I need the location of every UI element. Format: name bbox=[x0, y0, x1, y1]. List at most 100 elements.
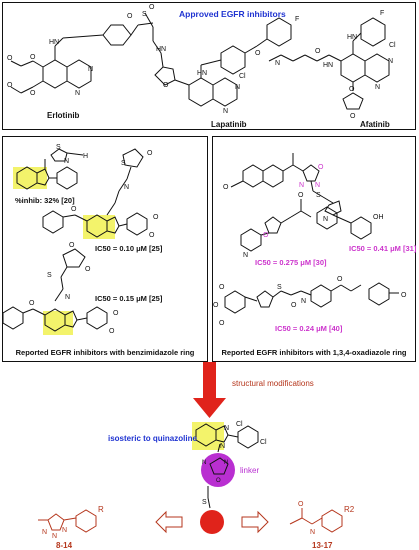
afatinib-n-atom-1: N bbox=[388, 58, 393, 65]
compound3-o-methoxy-2: O bbox=[109, 328, 115, 335]
compoundA-o-ring-atom: O bbox=[318, 164, 324, 171]
compound-thiazolidinone-structure bbox=[42, 148, 148, 238]
lapatinib-o-ether-atom: O bbox=[255, 50, 261, 57]
ic50-left-a: IC50 = 0.10 μM [25] bbox=[95, 244, 163, 253]
arrow-head bbox=[193, 398, 226, 418]
compoundB-o-ring-atom: O bbox=[263, 232, 269, 239]
erlotinib-n-atom-1: N bbox=[88, 66, 93, 73]
lapatinib-cl-atom: Cl bbox=[239, 73, 246, 80]
ic50-right-a: IC50 = 0.41 μM [31] bbox=[349, 244, 417, 253]
triazole-n-atom-2: N bbox=[52, 533, 57, 540]
triazole-n-atom-1: N bbox=[42, 529, 47, 536]
erlotinib-n-atom-2: N bbox=[75, 90, 80, 97]
compoundB-o-urea-atom: O bbox=[298, 192, 304, 199]
scaffold-n-atom-2: N bbox=[220, 443, 225, 450]
series-right-label: 13-17 bbox=[312, 541, 333, 550]
amide-o-atom: O bbox=[298, 501, 304, 508]
benzimidazole-inhibitors-panel: S N H %inhib: 32% [20] S O N O O O IC50 … bbox=[2, 136, 208, 362]
compound3-s-atom: S bbox=[47, 272, 52, 279]
amide-n-atom: N bbox=[310, 529, 315, 536]
right-open-arrow bbox=[241, 510, 269, 534]
erlotinib-hn-atom: HN bbox=[49, 39, 59, 46]
approved-inhibitors-structures: HN N N O O O O Erlotinib S O O HN O bbox=[7, 4, 396, 129]
linker-oxadiazole-ring bbox=[209, 457, 229, 475]
ic50-right-c: IC50 = 0.24 μM [40] bbox=[275, 324, 343, 333]
linker-n-atom-2: N bbox=[224, 460, 228, 466]
designed-scaffold: N N Cl Cl isosteric to quinazoline N N O… bbox=[38, 421, 355, 550]
linker-o-atom: O bbox=[216, 478, 221, 484]
lapatinib-name: Lapatinib bbox=[211, 120, 247, 129]
afatinib-o-ring-atom: O bbox=[350, 113, 356, 120]
compoundC-o-methoxy-2: O bbox=[213, 302, 219, 309]
benzimidazole-highlight-3 bbox=[43, 311, 73, 335]
lapatinib-hn-atom-2: HN bbox=[197, 70, 207, 77]
compound-pyridyl-oxadiazole-structure bbox=[240, 199, 338, 252]
erlotinib-structure bbox=[10, 22, 154, 94]
linker-n-atom-1: N bbox=[202, 460, 206, 466]
linker-label: linker bbox=[240, 466, 259, 475]
compound2-s-atom: S bbox=[121, 160, 126, 167]
ic50-right-b: IC50 = 0.275 μM [30] bbox=[255, 258, 327, 267]
compound2-o-methoxy-2: O bbox=[149, 232, 155, 239]
lapatinib-o-atom-1: O bbox=[127, 13, 133, 20]
linker-circle bbox=[201, 453, 235, 487]
afatinib-structure bbox=[268, 17, 390, 110]
compoundC-o-methoxy-3: O bbox=[219, 320, 225, 327]
compound-thiadiazole-structure bbox=[16, 148, 84, 190]
erlotinib-o-atom-3: O bbox=[30, 90, 36, 97]
compound3-o-atom-2: O bbox=[85, 266, 91, 273]
lapatinib-s-atom: S bbox=[142, 11, 147, 18]
compound2-o-atom: O bbox=[147, 150, 153, 157]
scaffold-n-atom-1: N bbox=[224, 425, 229, 432]
lapatinib-o-ring-atom: O bbox=[163, 82, 169, 89]
compoundB-n-pyridine-atom: N bbox=[243, 252, 248, 259]
arrow-shaft bbox=[203, 362, 216, 400]
afatinib-o-atom-2: O bbox=[349, 86, 355, 93]
series-left-label: 8-14 bbox=[56, 541, 73, 550]
benzimidazole-panel-caption: Reported EGFR inhibitors with benzimidaz… bbox=[15, 348, 195, 357]
scaffold-cl-atom-1: Cl bbox=[236, 421, 243, 428]
variable-group-circle bbox=[200, 510, 224, 534]
inhibition-label: %inhib: 32% [20] bbox=[15, 196, 75, 205]
approved-inhibitors-title: Approved EGFR inhibitors bbox=[179, 9, 286, 19]
isosteric-label: isosteric to quinazoline bbox=[108, 434, 197, 443]
afatinib-n-atom-2: N bbox=[375, 84, 380, 91]
compoundA-o-methoxy-atom: O bbox=[223, 184, 229, 191]
afatinib-n-amine-atom: N bbox=[275, 60, 280, 67]
erlotinib-o-atom-1: O bbox=[30, 54, 36, 61]
structural-modifications-label: structural modifications bbox=[232, 379, 314, 388]
scaffold-cl-atom-2: Cl bbox=[260, 439, 267, 446]
erlotinib-o-atom-2: O bbox=[7, 55, 13, 62]
oxadiazole-inhibitors-panel: O O N N S N OH IC50 = 0.41 μM [31] N O O… bbox=[212, 136, 417, 362]
afatinib-cl-atom: Cl bbox=[389, 42, 396, 49]
ic50-left-b: IC50 = 0.15 μM [25] bbox=[95, 294, 163, 303]
compound2-o-ketone-atom: O bbox=[71, 206, 77, 213]
modification-arrow bbox=[193, 362, 226, 418]
lapatinib-structure bbox=[144, 12, 292, 107]
compoundA-oh-label: OH bbox=[373, 214, 384, 221]
oxadiazole-structures: O O N N S N OH IC50 = 0.41 μM [31] N O O… bbox=[213, 153, 417, 333]
scaffold-benzimidazole-structure bbox=[195, 423, 259, 509]
afatinib-hn-atom: HN bbox=[347, 34, 357, 41]
triazole-r-label: R bbox=[98, 505, 104, 514]
oxadiazole-panel-caption: Reported EGFR inhibitors with 1,3,4-oxad… bbox=[221, 348, 407, 357]
compound1-s-atom: S bbox=[56, 144, 61, 151]
compound1-h-atom: H bbox=[83, 153, 88, 160]
compound3-o-methoxy-1: O bbox=[113, 310, 119, 317]
amide-r2-label: R2 bbox=[344, 505, 355, 514]
erlotinib-o-atom-4: O bbox=[7, 82, 13, 89]
compound1-n-atom: N bbox=[64, 158, 69, 165]
compoundA-n-atom-2: N bbox=[315, 182, 320, 189]
lapatinib-n-atom-2: N bbox=[223, 108, 228, 115]
compound3-n-atom: N bbox=[65, 294, 70, 301]
erlotinib-name: Erlotinib bbox=[47, 111, 80, 120]
scaffold-s-atom: S bbox=[202, 499, 207, 506]
compound-trimethoxyphenyl-oxadiazole-structure bbox=[224, 282, 399, 314]
compound3-o-atom-1: O bbox=[69, 242, 75, 249]
compoundA-s-atom: S bbox=[316, 192, 321, 199]
afatinib-hn-amide-atom: HN bbox=[323, 62, 333, 69]
compoundC-n-amide-atom: N bbox=[301, 298, 306, 305]
triazole-n-atom-3: N bbox=[62, 527, 67, 534]
lapatinib-f-atom: F bbox=[295, 16, 299, 23]
approved-inhibitors-panel: HN N N O O O O Erlotinib S O O HN O bbox=[2, 2, 416, 130]
